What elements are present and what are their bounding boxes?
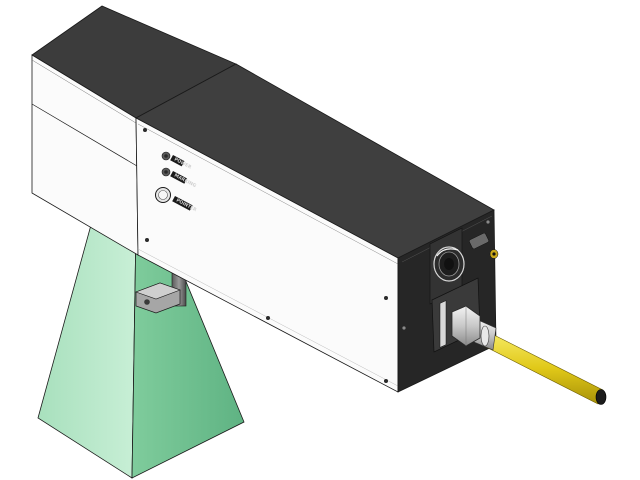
front-screw xyxy=(384,379,388,383)
end-panel-screw xyxy=(486,220,490,224)
pointer-label-tag xyxy=(172,195,193,211)
front-screw xyxy=(266,316,270,320)
power-led-core xyxy=(164,154,168,158)
small-fitting xyxy=(469,232,499,259)
optics-block-seam xyxy=(31,103,138,167)
fiber-plate-slot xyxy=(439,300,447,348)
front-screw xyxy=(145,238,149,242)
optics-block xyxy=(31,5,237,256)
mount-post-assembly xyxy=(135,255,187,314)
mount-clamp-top xyxy=(135,282,181,300)
fiber-cable xyxy=(483,332,604,405)
connector-gland-highlight xyxy=(436,248,459,257)
beam-cover-left-face xyxy=(37,213,137,479)
marking-led-core xyxy=(164,170,168,174)
power-label-tag xyxy=(170,155,185,167)
main-housing: POWER MARKING POINTER xyxy=(135,63,495,393)
fiber-cable-assembly xyxy=(451,305,607,405)
main-housing-top-bevel xyxy=(137,123,399,265)
front-screw xyxy=(384,296,388,300)
power-connector xyxy=(429,227,465,305)
optics-block-bevel xyxy=(31,59,137,124)
mount-clamp-hole xyxy=(144,299,150,305)
small-fitting-hole xyxy=(492,252,496,256)
front-screw xyxy=(143,128,147,132)
small-fitting-body xyxy=(469,232,489,250)
marking-label-tag xyxy=(170,171,188,184)
end-panel-screw xyxy=(402,326,406,330)
fiber-fitting-collar xyxy=(480,325,490,347)
fiber-cable-end xyxy=(595,389,607,405)
pointer-button-inner xyxy=(158,190,168,200)
connector-gland-core xyxy=(444,258,454,270)
